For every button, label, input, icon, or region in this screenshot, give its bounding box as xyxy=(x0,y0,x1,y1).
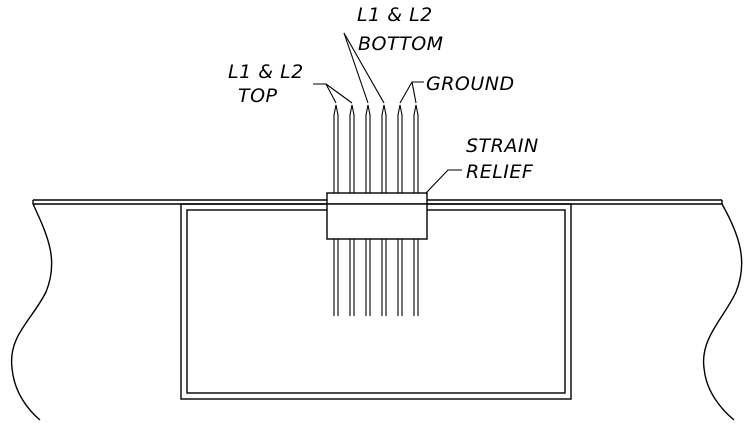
leader-top xyxy=(313,83,337,104)
wire-ground-2 xyxy=(413,104,419,316)
leader-ground xyxy=(399,81,424,104)
label-strain-line1: STRAIN xyxy=(466,135,539,157)
label-top-line1: L1 & L2 xyxy=(228,61,304,83)
wires xyxy=(333,104,419,316)
label-ground: GROUND xyxy=(426,73,515,95)
leader-lines xyxy=(313,32,462,194)
leader-strain-relief xyxy=(425,169,462,194)
right-break-edge xyxy=(702,203,743,421)
label-bottom-line2: BOTTOM xyxy=(358,33,444,55)
labels: L1 & L2 BOTTOM L1 & L2 TOP GROUND STRAIN… xyxy=(228,4,539,183)
wire-ground-1 xyxy=(397,104,403,316)
label-top-line2: TOP xyxy=(238,85,278,107)
label-strain-line2: RELIEF xyxy=(466,161,534,183)
label-bottom-line1: L1 & L2 xyxy=(357,4,433,26)
wire-l2-bottom xyxy=(381,104,387,316)
leader-bottom xyxy=(343,32,369,104)
wire-l2-top xyxy=(349,104,355,316)
wire-l1-bottom xyxy=(365,104,371,316)
wire-l1-top xyxy=(333,104,339,316)
left-break-edge xyxy=(10,203,53,421)
strain-relief xyxy=(326,192,428,240)
